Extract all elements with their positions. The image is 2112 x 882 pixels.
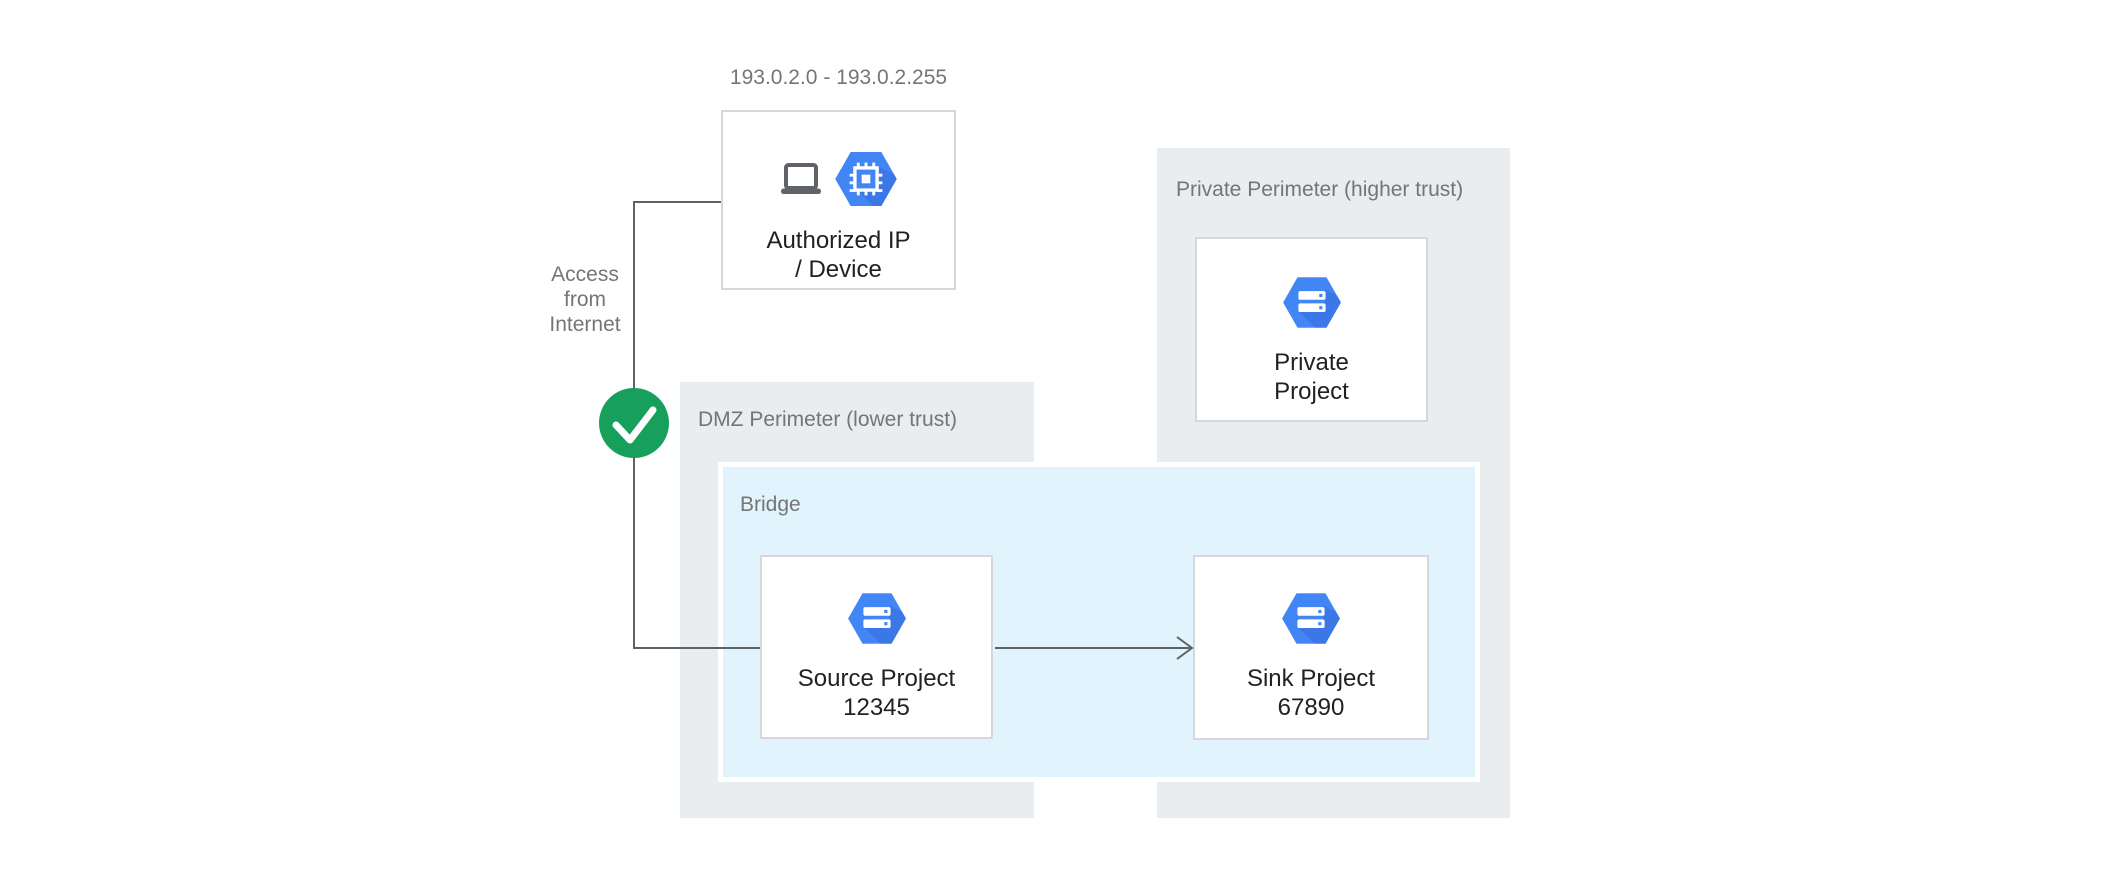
laptop-icon [781, 163, 821, 195]
source-project-node: Source Project 12345 [760, 555, 993, 739]
access-label-line: Internet [549, 313, 621, 336]
dmz-perimeter-label: DMZ Perimeter (lower trust) [698, 408, 958, 431]
access-label-line: from [564, 288, 606, 311]
access-label-line: Access [551, 263, 619, 286]
authorized-device-node: Authorized IP / Device [721, 110, 956, 290]
project-icon [848, 593, 906, 644]
authorized-device-icons [781, 152, 897, 206]
project-icon [1282, 593, 1340, 644]
project-icon [1283, 277, 1341, 328]
bridge-label: Bridge [740, 493, 801, 516]
source-project-label: Source Project 12345 [797, 665, 956, 721]
access-from-internet-label: Access from Internet [535, 262, 635, 337]
private-project-label: Private Project [1274, 349, 1349, 405]
check-icon [599, 388, 669, 458]
authorized-device-label: Authorized IP / Device [766, 227, 911, 283]
ip-range-label: 193.0.2.0 - 193.0.2.255 [729, 66, 948, 89]
sink-project-label: Sink Project 67890 [1246, 665, 1376, 721]
private-perimeter-label: Private Perimeter (higher trust) [1176, 178, 1464, 201]
sink-project-node: Sink Project 67890 [1193, 555, 1429, 740]
compute-engine-icon [835, 152, 897, 206]
private-project-node: Private Project [1195, 237, 1428, 422]
